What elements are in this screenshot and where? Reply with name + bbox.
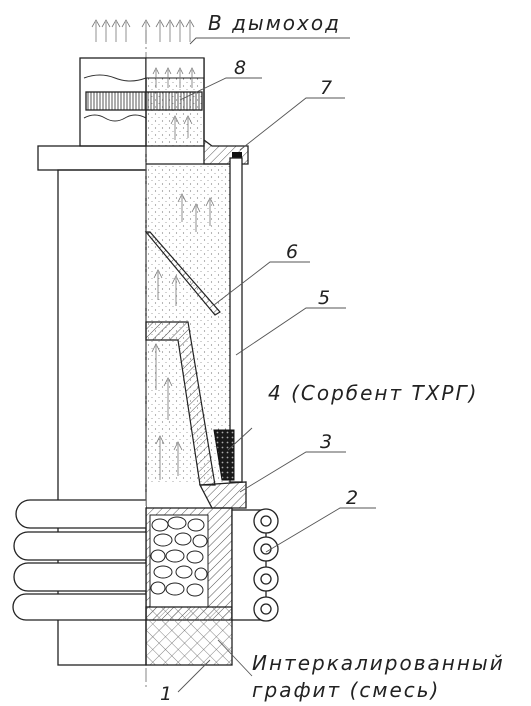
label-8: 8 [234,57,247,79]
label-1: 1 [160,683,173,705]
chimney-flow-lines [83,74,147,122]
label-7: 7 [320,77,333,99]
flue-arrows-top [91,19,195,42]
label-2: 2 [346,487,359,509]
gas-flow-arrows [91,19,215,480]
outer-wall-5 [229,157,243,483]
graphite-block-1 [145,606,233,666]
label-flue: В дымоход [208,11,341,35]
label-graphite-line1: Интеркалированный [252,651,505,675]
heating-coil-right [231,508,279,622]
label-graphite-line2: графит (смесь) [252,678,440,702]
filter-8 [85,91,203,111]
label-5: 5 [318,287,331,309]
label-4-sorbent: 4 (Сорбент ТХРГ) [268,381,478,405]
label-6: 6 [286,241,299,263]
label-3: 3 [320,431,333,453]
base-ring-3 [198,481,247,509]
crucible-section [145,507,233,621]
diverter-6 [144,231,221,316]
leader-lines [177,37,376,693]
sorbent-4 [213,429,235,481]
heating-coil-left [12,499,146,621]
